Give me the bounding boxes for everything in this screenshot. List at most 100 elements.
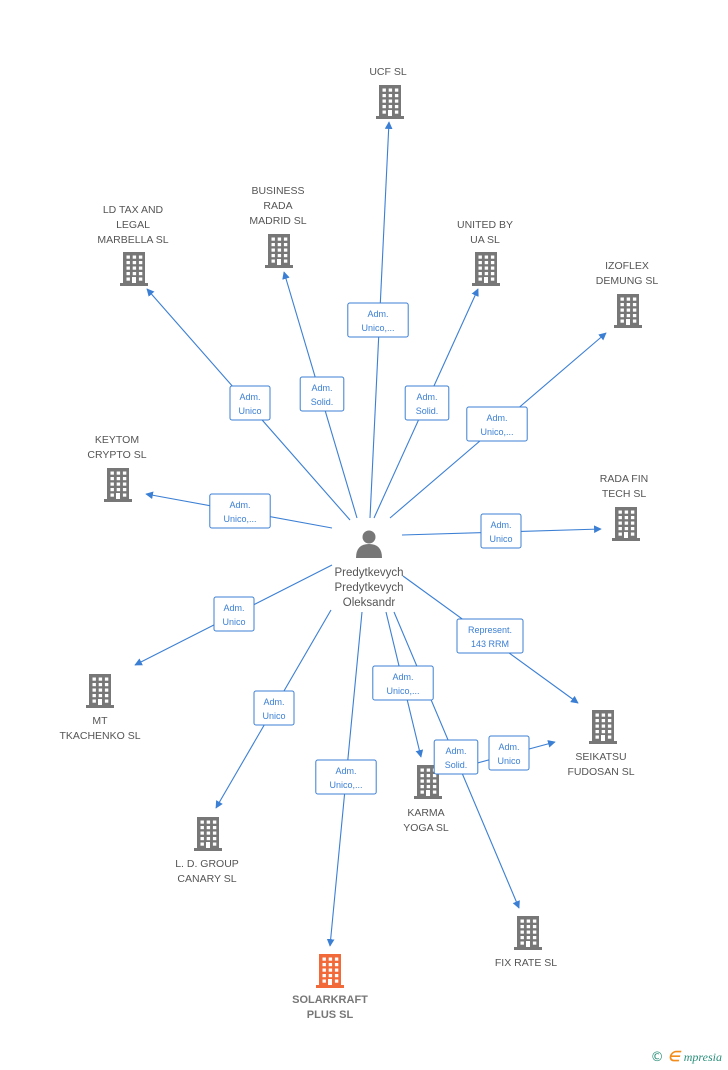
- company-label-line: UA SL: [470, 234, 500, 246]
- building-icon: [265, 234, 293, 268]
- relation-label-line: Unico,...: [480, 427, 513, 437]
- relation-box-seikatsu[interactable]: Represent. 143 RRM: [456, 618, 524, 654]
- relation-box-frame: [433, 739, 479, 775]
- relation-label-line: Adm.: [392, 672, 413, 682]
- relation-label-line: Unico,...: [329, 780, 362, 790]
- relation-boxes-layer: Adm.Unico,...Adm.Solid.Adm.UnicoAdm.Soli…: [209, 302, 530, 795]
- company-label-line: PLUS SL: [307, 1009, 354, 1021]
- relation-box-frame: [253, 690, 295, 726]
- company-label-line: SEIKATSU: [575, 751, 626, 763]
- company-label-line: KARMA: [407, 807, 444, 819]
- relation-box-frame: [209, 493, 271, 529]
- building-icon: [472, 252, 500, 286]
- relation-box-business-rada[interactable]: Adm. Solid.: [299, 376, 345, 412]
- relation-label-line: Solid.: [311, 397, 334, 407]
- relation-label-line: Unico: [222, 617, 245, 627]
- relation-box-karma-yoga[interactable]: Adm. Unico,...: [372, 665, 434, 701]
- relation-box-frame: [466, 406, 528, 442]
- relation-box-karma-seikatsu-1[interactable]: Adm. Solid.: [433, 739, 479, 775]
- relation-box-frame: [404, 385, 450, 421]
- building-icon: [514, 916, 542, 950]
- building-icon: [104, 468, 132, 502]
- relation-label-line: Adm.: [416, 392, 437, 402]
- company-label-line: YOGA SL: [403, 822, 449, 834]
- relation-label-line: Adm.: [311, 383, 332, 393]
- company-label-line: RADA FIN: [600, 473, 648, 485]
- relation-label-line: Unico,...: [223, 514, 256, 524]
- company-united-by-ua[interactable]: UNITED BY UA SL: [457, 219, 513, 246]
- relation-box-izoflex[interactable]: Adm. Unico,...: [466, 406, 528, 442]
- company-label-line: CRYPTO SL: [87, 449, 146, 461]
- relation-box-ucf[interactable]: Adm. Unico,...: [347, 302, 409, 338]
- company-label-line: MADRID SL: [249, 215, 306, 227]
- relation-label-line: Adm.: [229, 500, 250, 510]
- relation-box-ld-tax[interactable]: Adm.Unico: [229, 385, 271, 421]
- relation-box-keytom[interactable]: Adm. Unico,...: [209, 493, 271, 529]
- relation-box-karma-seikatsu-2[interactable]: Adm. Unico: [488, 735, 530, 771]
- relation-label-line: Represent.: [468, 625, 512, 635]
- relation-label-line: Unico,...: [386, 686, 419, 696]
- building-icon: [589, 710, 617, 744]
- company-label-line: UNITED BY: [457, 219, 513, 231]
- relation-label-line: Adm.: [367, 309, 388, 319]
- empresia-logo-initial: ∈: [667, 1050, 680, 1065]
- relation-box-solarkraft[interactable]: Adm.Unico,...: [315, 759, 377, 795]
- company-fix-rate[interactable]: FIX RATE SL: [495, 957, 557, 969]
- relation-box-rada-fin[interactable]: Adm.Unico: [480, 513, 522, 549]
- company-label-line: MARBELLA SL: [97, 234, 168, 246]
- relation-label-line: Unico: [497, 756, 520, 766]
- relation-box-frame: [229, 385, 271, 421]
- relation-label-line: 143 RRM: [471, 639, 509, 649]
- company-label-line: CANARY SL: [177, 873, 236, 885]
- relation-box-frame: [213, 596, 255, 632]
- relation-label-line: Unico: [489, 534, 512, 544]
- relation-label-line: Unico,...: [361, 323, 394, 333]
- relation-label-line: Adm.: [498, 742, 519, 752]
- empresia-footer[interactable]: © ∈mpresia: [651, 1049, 722, 1066]
- building-icon: [614, 294, 642, 328]
- building-icon: [194, 817, 222, 851]
- nodes-layer: UCF SL BUSINESS RADA MADRID SL LD TAX AND LEG…: [59, 66, 658, 1021]
- building-icon: [376, 85, 404, 119]
- company-ucf[interactable]: UCF SL: [369, 66, 407, 78]
- company-label-line: TECH SL: [602, 488, 647, 500]
- company-ld-group[interactable]: L. D. GROUP CANARY SL: [175, 858, 239, 885]
- relation-label-line: Adm.: [486, 413, 507, 423]
- company-label-line: L. D. GROUP: [175, 858, 239, 870]
- relation-label-line: Adm.: [239, 392, 260, 402]
- company-seikatsu[interactable]: SEIKATSU FUDOSAN SL: [567, 751, 634, 778]
- company-label-line: FUDOSAN SL: [567, 766, 634, 778]
- empresia-logo-text: mpresia: [683, 1050, 722, 1064]
- company-label-line: LEGAL: [116, 219, 150, 231]
- building-icon: [86, 674, 114, 708]
- building-icon: [612, 507, 640, 541]
- person-name-line: Predytkevych: [334, 567, 403, 579]
- relation-label-line: Solid.: [445, 760, 468, 770]
- building-icon: [120, 252, 148, 286]
- company-label-line: RADA: [263, 200, 292, 212]
- relation-box-frame: [372, 665, 434, 701]
- company-rada-fin[interactable]: RADA FIN TECH SL: [600, 473, 648, 500]
- relation-box-mt-tkachenko[interactable]: Adm.Unico: [213, 596, 255, 632]
- relation-box-united-by-ua[interactable]: Adm.Solid.: [404, 385, 450, 421]
- relation-label-line: Adm.: [263, 697, 284, 707]
- company-label-line: TKACHENKO SL: [59, 730, 140, 742]
- person-name-line: Oleksandr: [343, 597, 396, 609]
- company-business-rada[interactable]: BUSINESS RADA MADRID SL: [249, 185, 306, 227]
- relation-box-frame: [456, 618, 524, 654]
- company-karma-yoga[interactable]: KARMA YOGA SL: [403, 807, 449, 834]
- company-label-line: BUSINESS: [251, 185, 304, 197]
- relation-box-frame: [488, 735, 530, 771]
- company-label-line: LD TAX AND: [103, 204, 164, 216]
- copyright-icon: ©: [650, 1050, 664, 1065]
- company-label-line: UCF SL: [369, 66, 407, 78]
- company-ld-tax[interactable]: LD TAX AND LEGAL MARBELLA SL: [97, 204, 168, 246]
- relation-box-frame: [299, 376, 345, 412]
- relation-label-line: Adm.: [445, 746, 466, 756]
- relation-box-ld-group[interactable]: Adm.Unico: [253, 690, 295, 726]
